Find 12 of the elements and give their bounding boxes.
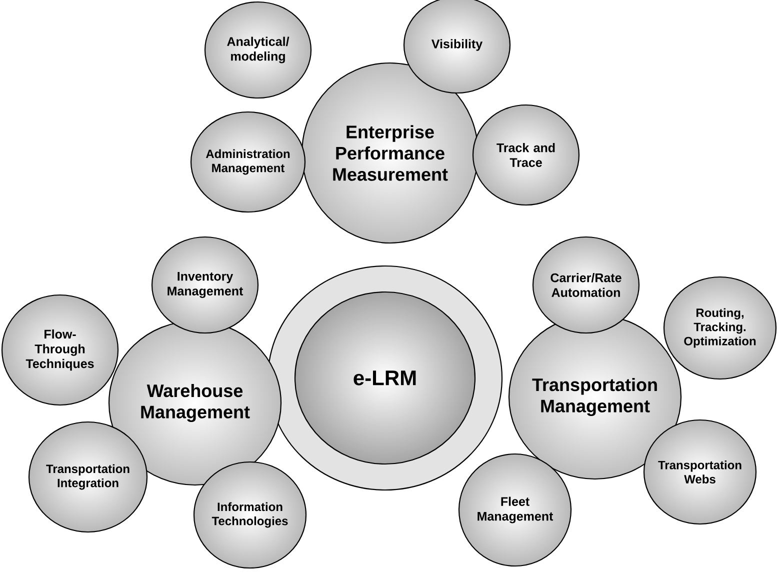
circle-node: Transportation Integration <box>28 421 148 533</box>
circle-node: Administration Management <box>190 111 306 213</box>
circle-node: Flow-Through Techniques <box>1 294 119 406</box>
circle-node: Fleet Management <box>458 453 572 567</box>
circle-node: Inventory Management <box>151 236 259 334</box>
circle-node: Transportation Webs <box>643 419 757 525</box>
circle-node: Analytical/ modeling <box>204 1 312 99</box>
circle-node: Track and Trace <box>472 104 580 206</box>
circle-node: Information Technologies <box>193 461 307 569</box>
circle-node: e-LRM <box>294 291 476 465</box>
circle-node: Routing, Tracking. Optimization <box>663 276 777 380</box>
circle-node: Carrier/Rate Automation <box>532 236 640 334</box>
